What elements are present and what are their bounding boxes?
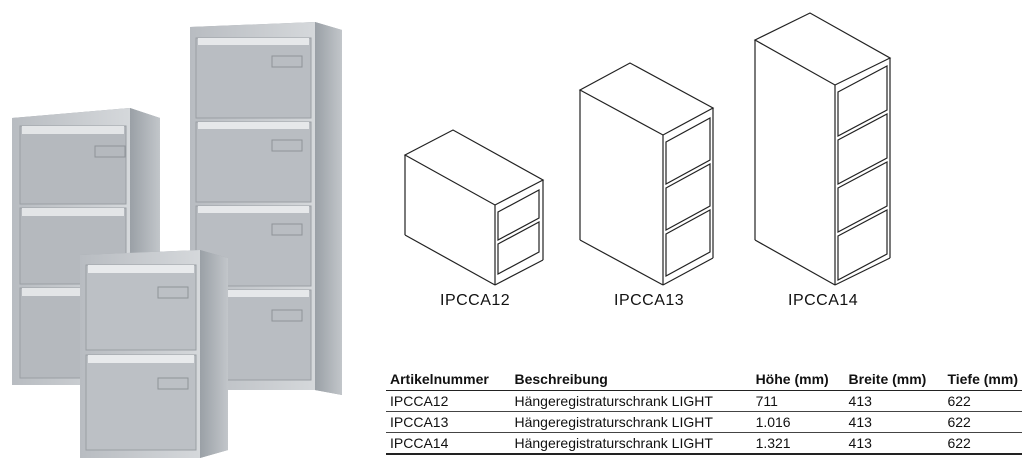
- cell-beschreibung: Hängeregistraturschrank LIGHT: [510, 432, 752, 455]
- header-artikelnummer: Artikelnummer: [386, 368, 511, 391]
- cell-hoehe: 1.321: [751, 432, 845, 455]
- cabinets-photo: [12, 22, 342, 458]
- cabinet-2-drawer-photo: [80, 250, 228, 458]
- header-hoehe: Höhe (mm): [751, 368, 845, 391]
- drawing-ipcca12: [403, 129, 545, 286]
- cell-tiefe: 622: [943, 390, 1022, 412]
- label-ipcca13: IPCCA13: [614, 292, 685, 309]
- header-breite: Breite (mm): [844, 368, 944, 391]
- cell-tiefe: 622: [943, 432, 1022, 455]
- cell-breite: 413: [844, 432, 944, 455]
- cell-tiefe: 622: [943, 411, 1022, 433]
- spec-table: Artikelnummer Beschreibung Höhe (mm) Bre…: [386, 368, 1022, 455]
- table-row: IPCCA12 Hängeregistraturschrank LIGHT 71…: [386, 390, 1022, 412]
- cell-artikelnummer: IPCCA13: [386, 411, 511, 433]
- cell-hoehe: 1.016: [751, 411, 845, 433]
- drawing-ipcca14: [753, 12, 892, 286]
- header-tiefe: Tiefe (mm): [943, 368, 1022, 391]
- table-header-row: Artikelnummer Beschreibung Höhe (mm) Bre…: [386, 368, 1022, 391]
- label-ipcca12: IPCCA12: [440, 292, 511, 309]
- cabinet-line-drawings: [403, 12, 892, 286]
- cell-breite: 413: [844, 411, 944, 433]
- cell-artikelnummer: IPCCA14: [386, 432, 511, 455]
- cell-beschreibung: Hängeregistraturschrank LIGHT: [510, 390, 752, 412]
- header-beschreibung: Beschreibung: [510, 368, 752, 391]
- label-ipcca14: IPCCA14: [788, 292, 859, 309]
- drawing-ipcca13: [578, 62, 715, 286]
- cell-hoehe: 711: [751, 390, 845, 412]
- cell-beschreibung: Hängeregistraturschrank LIGHT: [510, 411, 752, 433]
- table-row: IPCCA14 Hängeregistraturschrank LIGHT 1.…: [386, 432, 1022, 455]
- cell-artikelnummer: IPCCA12: [386, 390, 511, 412]
- cell-breite: 413: [844, 390, 944, 412]
- table-row: IPCCA13 Hängeregistraturschrank LIGHT 1.…: [386, 411, 1022, 433]
